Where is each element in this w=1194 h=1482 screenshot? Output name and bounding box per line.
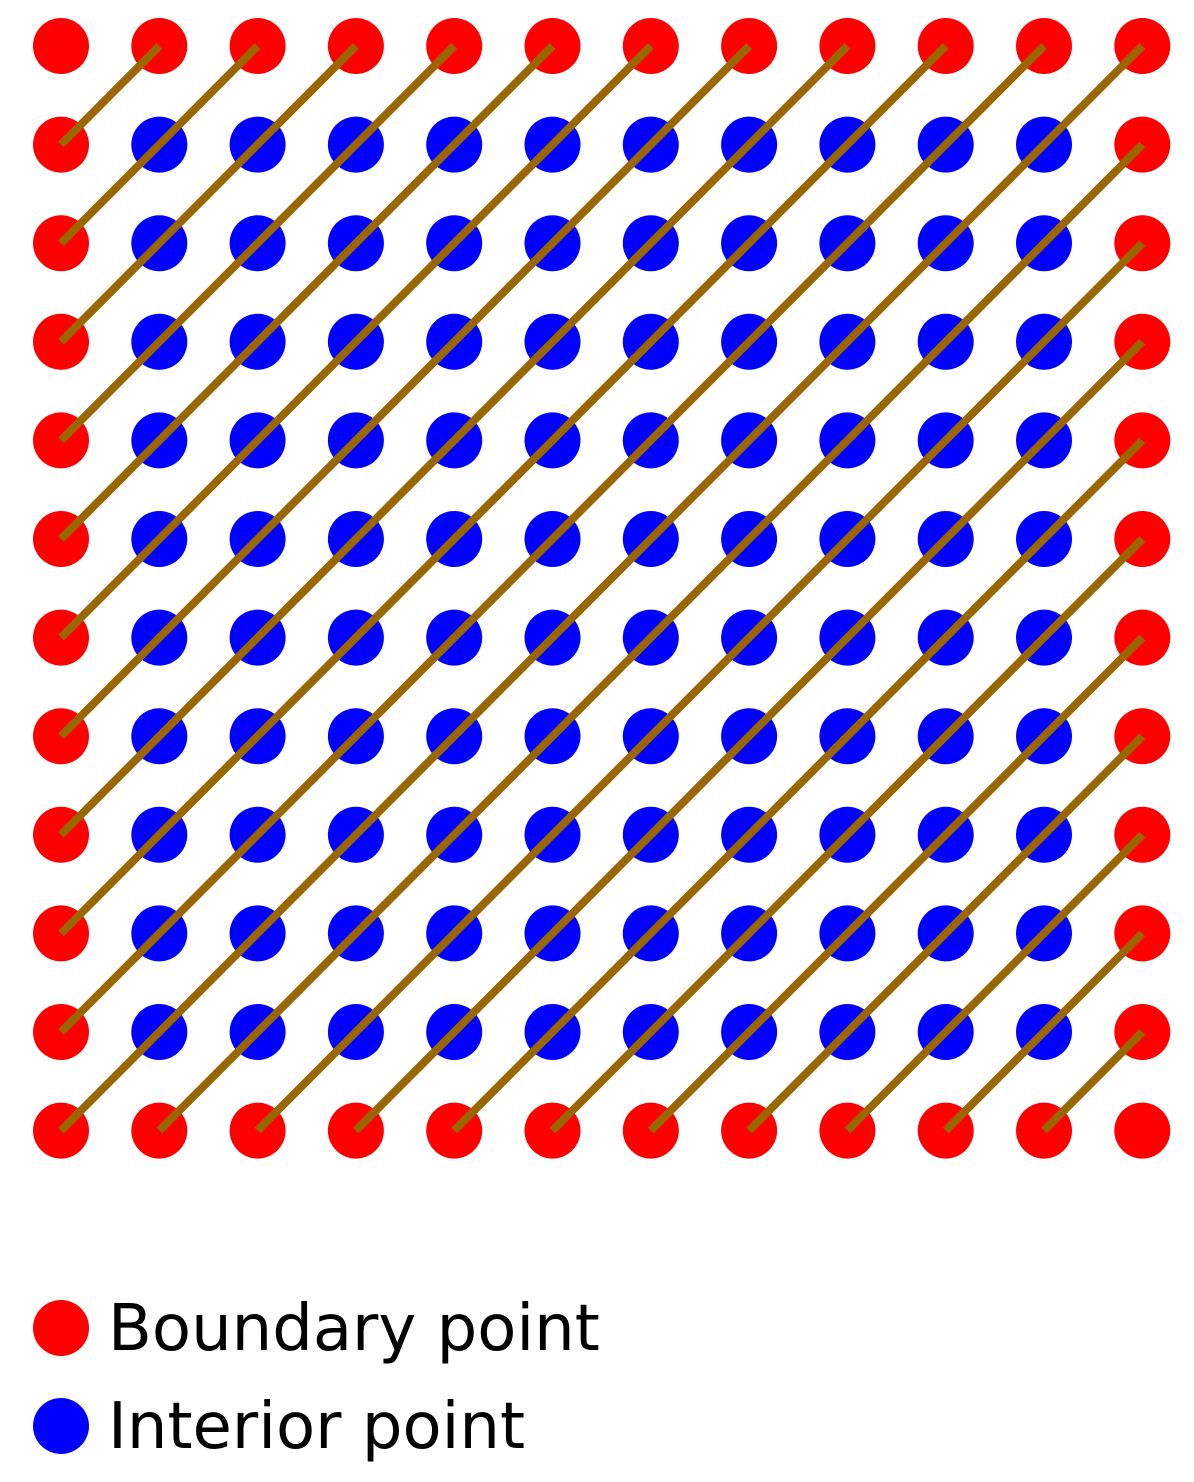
diagonal-line — [58, 43, 1047, 1035]
diagonal-line — [549, 536, 1146, 1134]
boundary-point — [1114, 1102, 1171, 1159]
legend-boundary-marker — [33, 1300, 89, 1356]
diagonal-line — [353, 338, 1146, 1134]
diagonal-line — [58, 43, 1146, 1134]
diagonal-line — [1041, 1029, 1146, 1134]
diagonal-line — [942, 930, 1146, 1134]
boundary-point — [33, 18, 89, 74]
diagonal-line — [647, 634, 1146, 1134]
diagonal-line — [451, 437, 1146, 1134]
legend: Boundary point Interior point — [33, 1292, 600, 1464]
diagonal-line — [254, 240, 1146, 1134]
diagonal-line — [746, 733, 1146, 1134]
diagonal-line — [58, 43, 949, 937]
legend-boundary-label: Boundary point — [108, 1292, 600, 1366]
diagonal-line — [58, 43, 851, 838]
diagonal-line — [844, 831, 1146, 1134]
legend-interior-label: Interior point — [108, 1390, 525, 1464]
diagonal-line — [156, 141, 1146, 1134]
diagonal-line — [58, 43, 556, 542]
diagonal-line — [58, 43, 458, 444]
diagonal-line — [58, 43, 654, 641]
diagonal-line — [58, 43, 261, 247]
diagonal-line — [58, 43, 359, 345]
diagonal-line — [58, 43, 163, 148]
diagonal-lines — [58, 43, 1146, 1134]
legend-interior-marker — [33, 1398, 89, 1454]
diagonal-line — [58, 43, 752, 740]
